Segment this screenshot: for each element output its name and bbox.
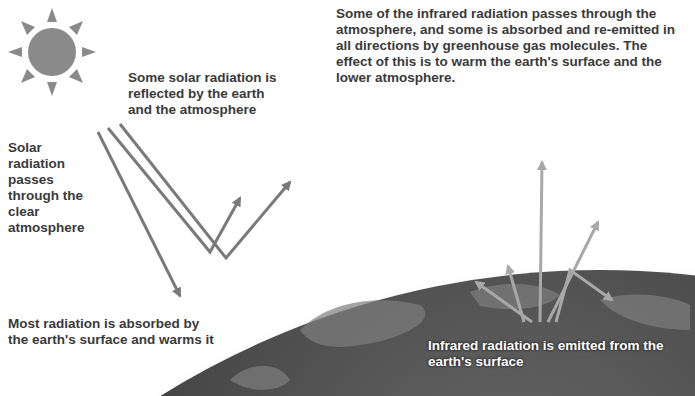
earth (0, 270, 695, 396)
label-text: Infrared radiation is emitted from the e… (428, 338, 683, 370)
infrared-arrows (476, 162, 612, 322)
continents (230, 284, 690, 390)
label-text: Solar radiation passes through the clear… (8, 140, 92, 236)
label-text: Some of the infrared radiation passes th… (336, 6, 676, 86)
label-text: Some solar radiation is reflected by the… (128, 70, 278, 118)
solar-radiation-arrows (98, 124, 290, 296)
label-text: Most radiation is absorbed by the earth'… (8, 316, 223, 348)
atmosphere-glow (0, 258, 695, 396)
sun (8, 8, 96, 96)
